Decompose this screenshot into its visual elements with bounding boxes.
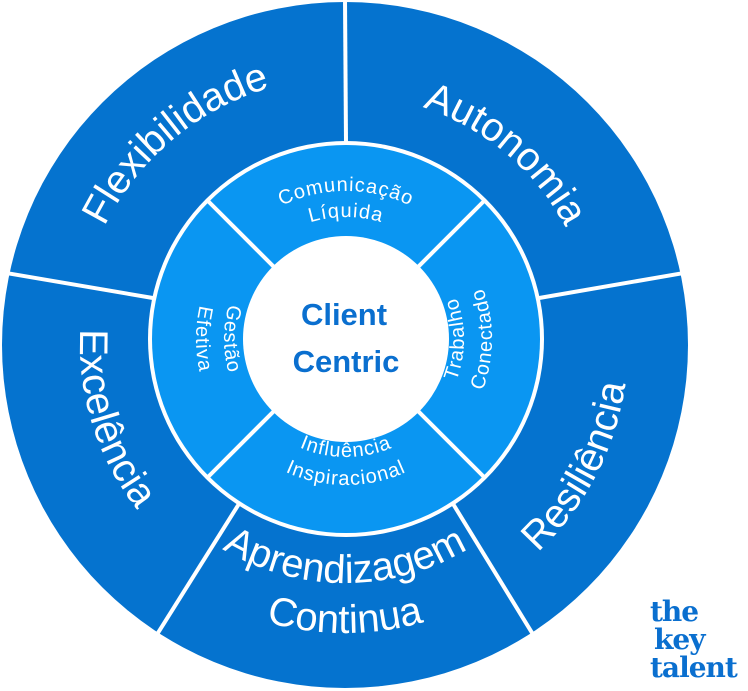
center-circle <box>243 236 449 442</box>
inner-label-gestao-line2: Efetiva <box>191 304 217 373</box>
inner-label-gestao-line1: Gestão <box>219 303 245 375</box>
outer-divider <box>6 271 155 301</box>
logo-line-the: the <box>650 595 699 628</box>
center-label-line2: Centric <box>293 344 400 379</box>
center-label-line1: Client <box>301 297 387 332</box>
outer-divider <box>451 502 536 637</box>
inner-label-gestao-text: Gestão <box>219 303 244 375</box>
outer-divider <box>537 271 684 301</box>
inner-label-efetiva-text: Efetiva <box>191 304 216 373</box>
inner-divider <box>416 409 486 479</box>
logo-line-talent: talent <box>650 651 738 684</box>
outer-divider <box>343 0 348 144</box>
inner-divider <box>416 199 486 269</box>
outer-ring-dividers <box>6 0 684 637</box>
inner-divider <box>206 409 276 479</box>
the-key-talent-logo: the key talent <box>650 595 738 684</box>
logo-line-key: key <box>654 623 705 656</box>
inner-ring-dividers <box>206 199 486 479</box>
outer-divider <box>154 502 241 637</box>
inner-divider <box>206 199 276 269</box>
